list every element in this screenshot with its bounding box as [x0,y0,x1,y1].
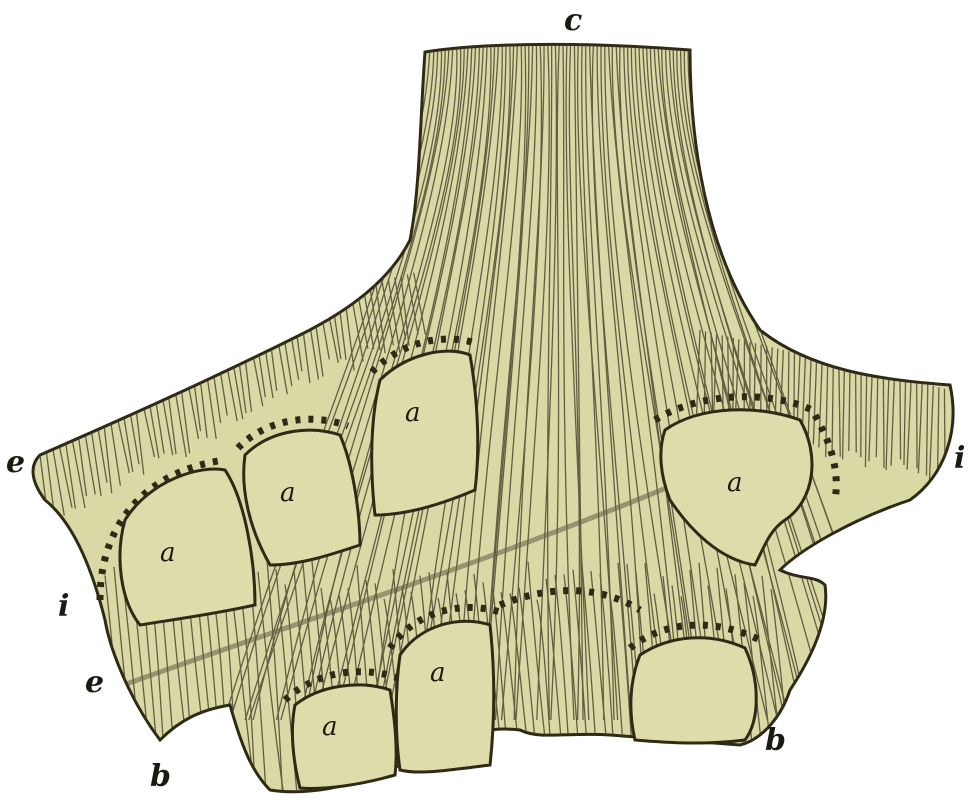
label-edge-right: i [954,444,965,474]
label-b-right: b [765,726,786,756]
fiber-line [883,374,884,468]
label-e-left: e [6,448,25,478]
label-c: c [564,6,582,36]
label-i: i [58,592,69,622]
fiber-line [856,367,857,452]
cell-label: a [280,480,296,506]
label-b-left: b [150,762,171,792]
label-e-lower: e [85,668,104,698]
cell [372,351,478,515]
cell-label: a [727,470,743,496]
cell-label: a [405,400,421,426]
cell [396,621,494,772]
cell [631,638,756,743]
cell-label: a [160,540,176,566]
fiber-line [60,599,83,790]
cell [244,430,360,565]
cell-label: a [430,660,446,686]
cell-label: a [322,714,338,740]
fiber-line [900,378,901,459]
fiber-line [69,597,86,790]
cell [293,685,397,788]
